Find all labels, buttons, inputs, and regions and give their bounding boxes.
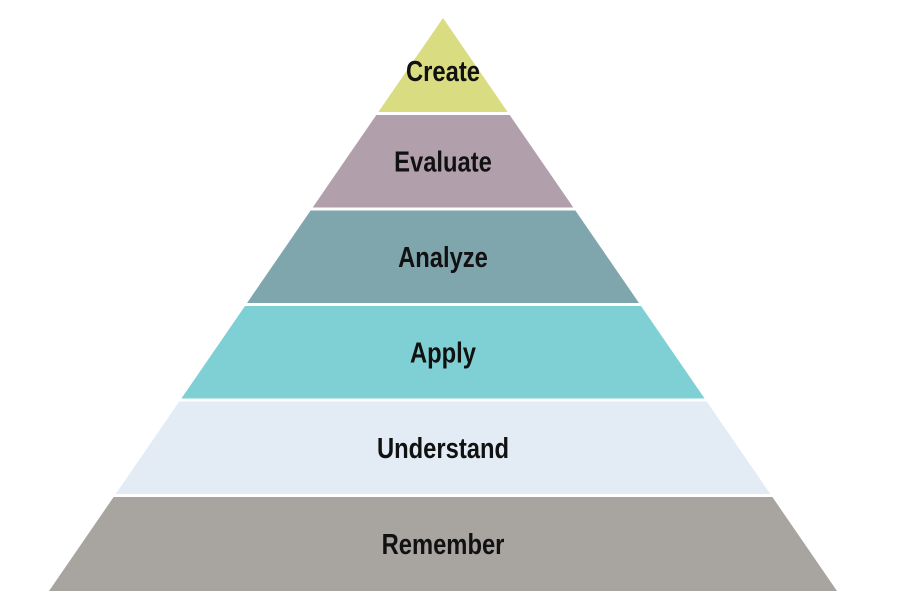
pyramid-level-create: Create	[378, 18, 508, 112]
pyramid-level-apply: Apply	[181, 306, 705, 399]
level-band	[49, 497, 837, 591]
level-band	[312, 115, 574, 208]
level-band	[247, 210, 639, 303]
level-label: Remember	[382, 528, 505, 561]
level-label: Understand	[377, 432, 509, 465]
level-label: Analyze	[398, 241, 488, 274]
level-label: Evaluate	[394, 145, 492, 178]
pyramid-level-analyze: Analyze	[247, 210, 639, 303]
level-band	[181, 306, 705, 399]
level-label: Apply	[410, 336, 476, 369]
level-band	[378, 18, 508, 112]
pyramid-level-remember: Remember	[49, 497, 837, 591]
level-label: Create	[406, 55, 480, 88]
pyramid-level-evaluate: Evaluate	[312, 115, 574, 208]
pyramid-level-understand: Understand	[115, 401, 771, 494]
level-band	[115, 401, 771, 494]
